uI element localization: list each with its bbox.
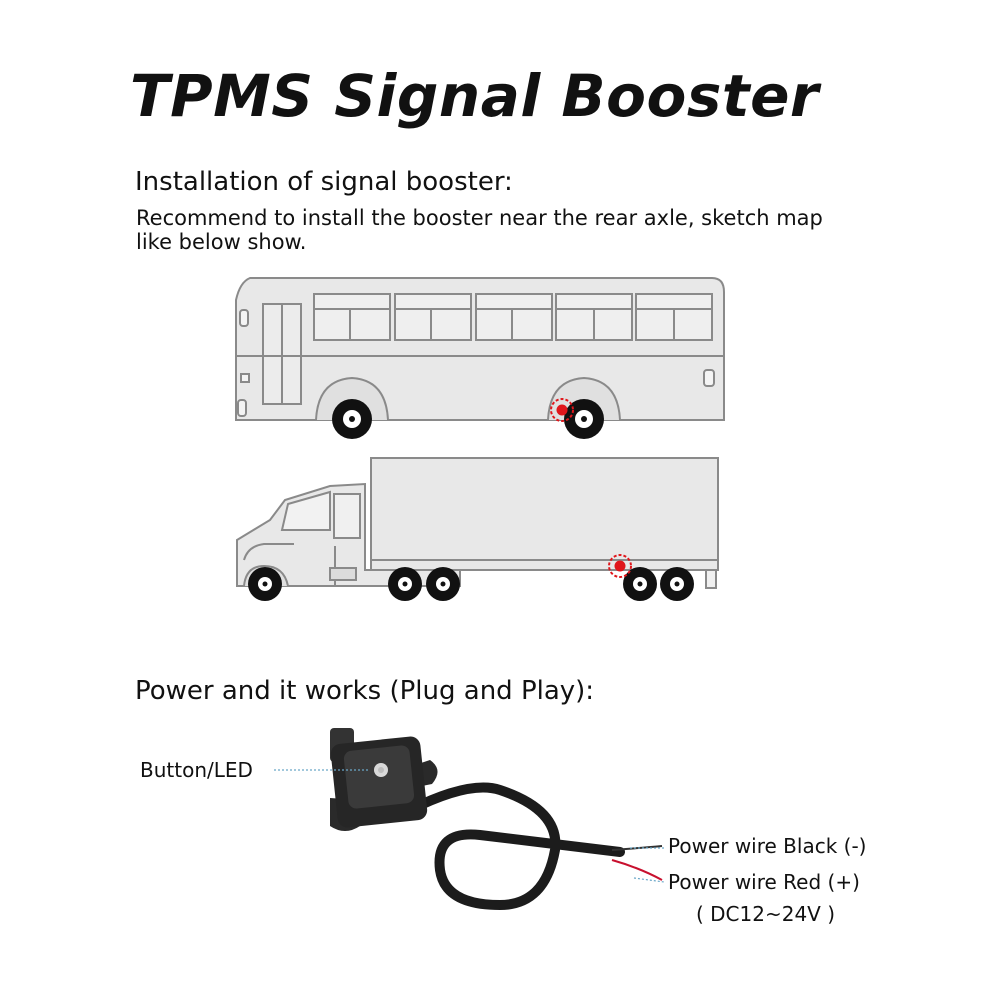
button-led <box>374 763 388 777</box>
voltage-label: ( DC12~24V ) <box>696 902 836 926</box>
bus-booster-marker <box>550 398 574 422</box>
booster-device <box>330 728 663 911</box>
bus-front-wheel <box>332 399 372 439</box>
truck-booster-marker <box>608 554 632 578</box>
trailer-wheels <box>623 567 694 601</box>
button-led-label: Button/LED <box>140 758 253 782</box>
truck-drive-wheels <box>388 567 460 601</box>
red-wire-label: Power wire Red (+) <box>668 870 860 894</box>
bus-body <box>235 277 725 421</box>
truck-trailer <box>370 457 719 589</box>
page-title: TPMS Signal Booster <box>130 62 820 130</box>
black-wire-label: Power wire Black (-) <box>668 834 867 858</box>
power-heading: Power and it works (Plug and Play): <box>135 676 595 706</box>
leader-red <box>633 877 665 883</box>
installation-heading: Installation of signal booster: <box>135 167 513 197</box>
black-wire <box>611 845 663 851</box>
red-wire <box>611 859 663 881</box>
truck-front-wheel <box>248 567 282 601</box>
booster-cable <box>405 782 625 911</box>
installation-description: Recommend to install the booster near th… <box>136 206 823 254</box>
truck-cab <box>236 482 461 587</box>
bus-rear-wheel <box>564 399 604 439</box>
